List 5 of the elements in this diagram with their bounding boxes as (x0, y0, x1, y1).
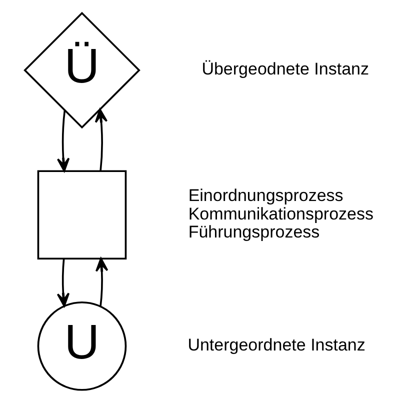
node-label: Führungsprozess (188, 222, 320, 242)
node-label: Untergeordnete Instanz (187, 336, 365, 355)
node-label: Einordnungsprozess (188, 186, 343, 206)
node-label: Übergeodnete Instanz (201, 60, 368, 79)
node-label: Kommunikationsprozess (188, 204, 374, 224)
